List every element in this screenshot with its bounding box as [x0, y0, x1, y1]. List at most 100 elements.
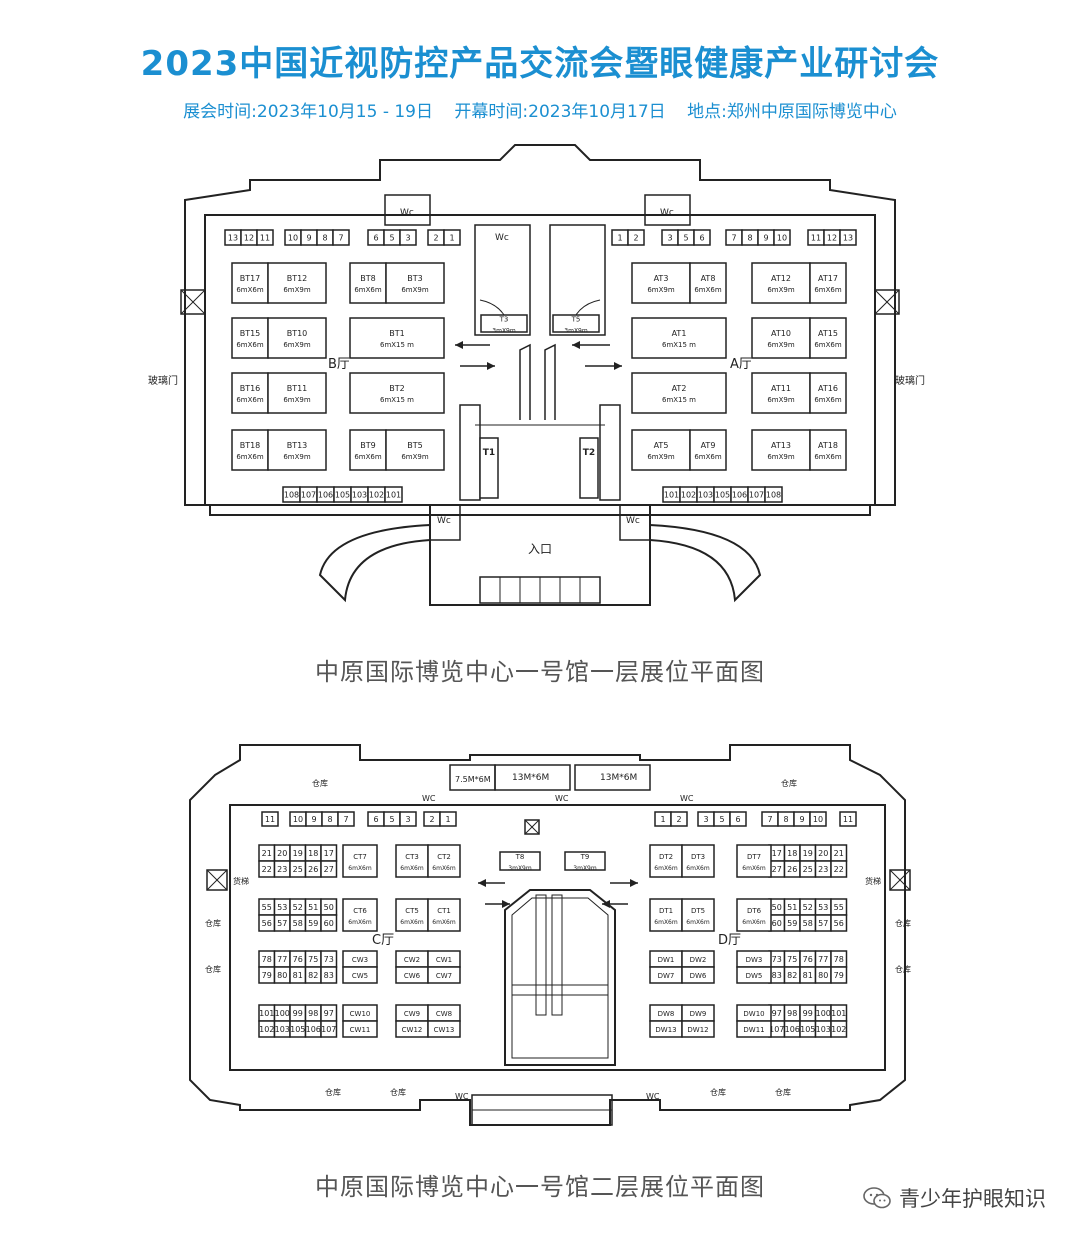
booth-dt5 [681, 898, 715, 932]
booth-id: CW13 [434, 1026, 455, 1034]
booth-id: BT12 [287, 274, 308, 283]
booth-at13 [751, 429, 811, 471]
booth-id: CW1 [436, 956, 452, 964]
booth-number: 83 [324, 971, 334, 980]
booth-size: 6mX6m [432, 919, 456, 926]
booth-size: 6mX9m [767, 453, 795, 461]
booth-id: CT7 [353, 853, 367, 861]
f1-num-cell [332, 229, 350, 246]
booth-number: 75 [308, 955, 318, 964]
booth-id: BT1 [389, 329, 404, 338]
booth-number: 52 [293, 903, 303, 912]
booth-id: AT15 [818, 329, 838, 338]
booth-number: 58 [803, 919, 813, 928]
booth-number: 2 [429, 815, 434, 824]
booth-id: CT3 [405, 853, 419, 861]
booth-number: 1 [617, 234, 622, 243]
booth-id: DW11 [743, 1026, 764, 1034]
booth-at16 [809, 372, 847, 414]
booth-number: 77 [818, 955, 828, 964]
booth-number: 99 [803, 1009, 813, 1018]
flow-arrow-head [614, 362, 622, 370]
booth-number: 21 [834, 849, 844, 858]
booth-id: DW12 [687, 1026, 708, 1034]
booth-at11 [751, 372, 811, 414]
booth-id: T9 [580, 853, 590, 861]
floor1-outline [180, 144, 900, 606]
booth-size: 6mX9m [767, 396, 795, 404]
booth-bt13 [267, 429, 327, 471]
booth-id: AT12 [771, 274, 791, 283]
booth-id: AT1 [672, 329, 687, 338]
booth-size: 6mX9m [283, 453, 311, 461]
booth-id: DT3 [691, 853, 705, 861]
booth-id: DW10 [743, 1010, 764, 1018]
booth-number: 9 [306, 234, 311, 243]
booth-number: 53 [818, 903, 828, 912]
booth-number: 107 [321, 1025, 336, 1034]
booth-id: AT3 [654, 274, 669, 283]
booth-size: 6mX6m [400, 865, 424, 872]
booth-number: 11 [265, 815, 275, 824]
booth-id: CW9 [404, 1010, 420, 1018]
booth-number: 83 [772, 971, 782, 980]
booth-number: 1 [449, 234, 454, 243]
booth-number: 1 [445, 815, 450, 824]
f2-num-cell [729, 811, 747, 827]
booth-dt6 [736, 898, 772, 932]
booth-ct5 [395, 898, 429, 932]
booth-id: BT18 [240, 441, 261, 450]
booth-id: BT13 [287, 441, 308, 450]
booth-number: 60 [324, 919, 334, 928]
booth-number: 8 [327, 815, 332, 824]
booth-id: BT11 [287, 384, 308, 393]
booth-id: DW5 [746, 972, 763, 980]
f2-grid-cell [320, 1020, 338, 1038]
booth-at12 [751, 262, 811, 304]
f1-num-cell [839, 229, 857, 246]
booth-id: AT16 [818, 384, 838, 393]
booth-number: 55 [262, 903, 272, 912]
booth-number: 3 [667, 234, 672, 243]
f2-num-cell [839, 811, 857, 827]
booth-id: BT15 [240, 329, 261, 338]
booth-size: 6mX9m [401, 286, 429, 294]
booth-number: 10 [288, 234, 298, 243]
booth-size: 6mX9m [283, 286, 311, 294]
booth-number: 79 [262, 971, 272, 980]
booth-ct2 [427, 844, 461, 878]
booth-number: 5 [683, 234, 688, 243]
booth-id: DT6 [747, 907, 762, 915]
booth-number: 82 [787, 971, 797, 980]
booth-number: 52 [803, 903, 813, 912]
booth-id: AT17 [818, 274, 838, 283]
booth-size: 6mX15 m [662, 396, 696, 404]
booth-id: CT5 [405, 907, 419, 915]
booth-id: DW7 [658, 972, 675, 980]
booth-number: 106 [785, 1025, 800, 1034]
booth-id: BT9 [360, 441, 375, 450]
booth-number: 56 [262, 919, 272, 928]
booth-size: 6mX9m [283, 341, 311, 349]
booth-id: AT2 [672, 384, 687, 393]
booth-number: 22 [834, 865, 844, 874]
booth-number: 11 [260, 234, 270, 243]
booth-number: 9 [311, 815, 316, 824]
booth-number: 78 [834, 955, 844, 964]
booth-number: 101 [386, 491, 401, 500]
booth-number: 106 [318, 491, 333, 500]
booth-id: CW5 [352, 972, 368, 980]
booth-number: 99 [293, 1009, 303, 1018]
f2-grid-cell [830, 914, 848, 932]
booth-id: CT2 [437, 853, 451, 861]
booth-at8 [689, 262, 727, 304]
booth-id: AT10 [771, 329, 791, 338]
flow-arrow-head [502, 900, 510, 908]
booth-id: BT5 [407, 441, 422, 450]
f2-num-cell [399, 811, 417, 827]
booth-id: CW8 [436, 1010, 452, 1018]
booth-id: DW8 [658, 1010, 675, 1018]
booth-number: 2 [676, 815, 681, 824]
booth-number: 23 [277, 865, 287, 874]
booth-id: T5 [571, 316, 581, 324]
